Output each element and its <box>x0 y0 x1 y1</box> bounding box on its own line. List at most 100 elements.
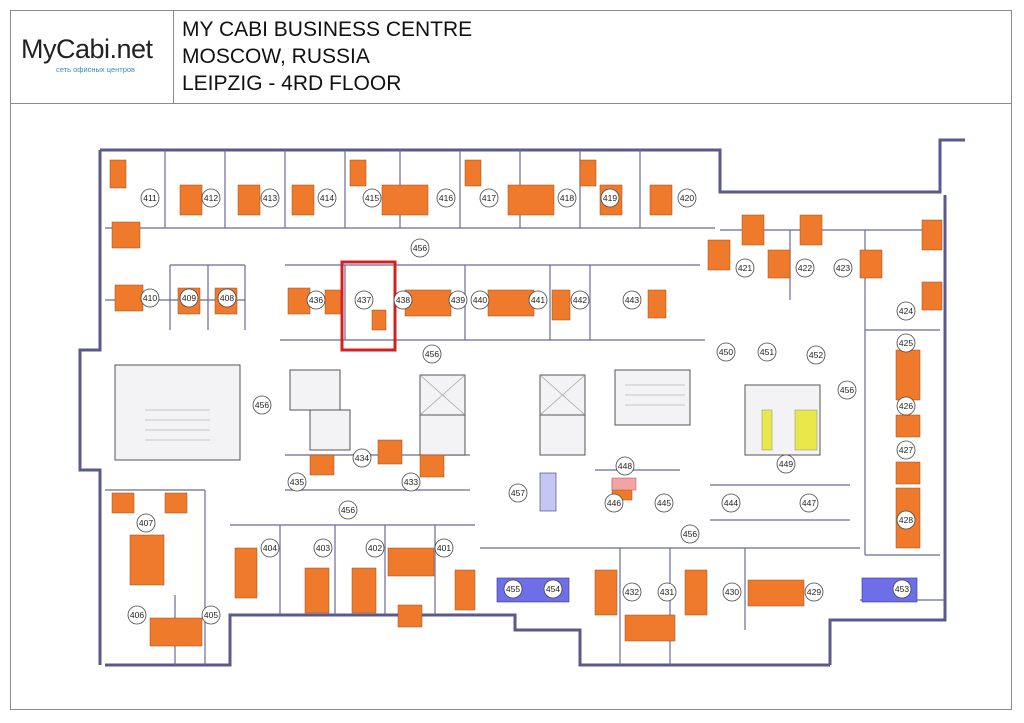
room-label-455: 455 <box>503 579 523 599</box>
label-circle <box>410 238 430 258</box>
desk <box>237 184 261 216</box>
label-circle <box>260 188 280 208</box>
label-circle <box>201 188 221 208</box>
room-label-449: 449 <box>776 454 796 474</box>
label-circle <box>896 510 916 530</box>
room-label-417: 417 <box>479 188 499 208</box>
logo-tagline: сеть офисных центров <box>56 65 136 74</box>
room-number: 451 <box>760 347 774 357</box>
room-label-408: 408 <box>217 288 237 308</box>
corridor-label-456: 456 <box>680 524 700 544</box>
room-label-444: 444 <box>721 493 741 513</box>
room-label-442: 442 <box>570 290 590 310</box>
logo-text: MyCabi.net <box>21 34 153 64</box>
desk <box>109 159 127 189</box>
room-label-416: 416 <box>436 188 456 208</box>
room-number: 441 <box>531 295 545 305</box>
logo-box: MyCabi.net сеть офисных центров <box>10 10 174 103</box>
room-label-403: 403 <box>313 538 333 558</box>
room-label-423: 423 <box>833 258 853 278</box>
room-number: 448 <box>618 461 632 471</box>
room-label-446: 446 <box>604 493 624 513</box>
room-number: 440 <box>473 295 487 305</box>
room-label-425: 425 <box>896 333 916 353</box>
desk <box>419 454 445 478</box>
room-number: 422 <box>798 263 812 273</box>
label-circle <box>896 440 916 460</box>
label-circle <box>622 290 642 310</box>
label-circle <box>735 258 755 278</box>
label-circle <box>804 582 824 602</box>
outer-wall-right <box>828 195 947 665</box>
label-circle <box>528 290 548 310</box>
desk <box>387 547 435 577</box>
room-label-427: 427 <box>896 440 916 460</box>
room-number: 421 <box>738 263 752 273</box>
title-line-3: LEIPZIG - 4RD FLOOR <box>182 72 402 95</box>
label-circle <box>776 454 796 474</box>
desk <box>371 309 387 331</box>
desk <box>507 184 555 216</box>
desk <box>649 184 673 216</box>
desk <box>404 289 452 317</box>
room-number: 415 <box>365 193 379 203</box>
room-label-412: 412 <box>201 188 221 208</box>
room-number: 402 <box>368 543 382 553</box>
core <box>114 364 821 461</box>
label-circle <box>508 483 528 503</box>
desk <box>767 249 791 279</box>
desk <box>684 569 708 616</box>
label-circle <box>604 493 624 513</box>
room-number: 438 <box>396 295 410 305</box>
desk <box>377 439 403 465</box>
room-label-410: 410 <box>140 288 160 308</box>
corridor-label-456: 456 <box>410 238 430 258</box>
title-lines: MY CABI BUSINESS CENTRE MOSCOW, RUSSIA L… <box>182 16 472 97</box>
room-number: 456 <box>413 243 427 253</box>
room-number: 414 <box>320 193 334 203</box>
room-number: 454 <box>546 584 560 594</box>
sheet-frame <box>10 10 1012 710</box>
room-number: 430 <box>725 587 739 597</box>
desk <box>351 567 377 614</box>
room-number: 427 <box>899 445 913 455</box>
label-circle <box>837 380 857 400</box>
label-circle <box>362 188 382 208</box>
room-label-450: 450 <box>716 342 736 362</box>
room-label-413: 413 <box>260 188 280 208</box>
room-label-404: 404 <box>260 538 280 558</box>
room-label-453: 453 <box>892 579 912 599</box>
room-number: 429 <box>807 587 821 597</box>
room-label-418: 418 <box>557 188 577 208</box>
desk <box>895 414 921 438</box>
lift <box>289 369 341 411</box>
title-line-2: MOSCOW, RUSSIA <box>182 45 370 68</box>
desk <box>397 604 423 628</box>
title-line-1: MY CABI BUSINESS CENTRE <box>182 18 473 41</box>
room-number: 439 <box>451 295 465 305</box>
wc-accents <box>761 409 818 451</box>
room-label-409: 409 <box>179 288 199 308</box>
desk <box>234 547 258 599</box>
room-label-443: 443 <box>622 290 642 310</box>
desk <box>487 289 535 317</box>
room-number: 419 <box>603 193 617 203</box>
lift <box>309 409 351 451</box>
label-circle <box>896 396 916 416</box>
room-label-436: 436 <box>306 290 326 310</box>
room-number: 416 <box>439 193 453 203</box>
label-circle <box>201 605 221 625</box>
room-number: 432 <box>625 587 639 597</box>
room-label-439: 439 <box>448 290 468 310</box>
lift <box>419 414 466 456</box>
room-number: 424 <box>899 306 913 316</box>
room-number: 456 <box>425 349 439 359</box>
room-label-437: 437 <box>354 290 374 310</box>
room-number: 412 <box>204 193 218 203</box>
desk <box>707 239 731 271</box>
corridor-label-456: 456 <box>252 395 272 415</box>
label-circle <box>317 188 337 208</box>
room-number: 456 <box>255 400 269 410</box>
outer-wall-left <box>78 150 102 665</box>
room-label-452: 452 <box>806 345 826 365</box>
